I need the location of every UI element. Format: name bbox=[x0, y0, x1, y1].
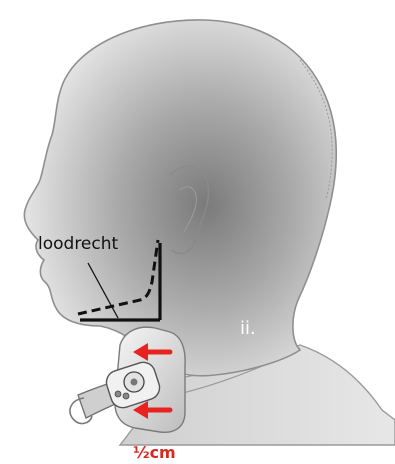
measurement-label: ½cm bbox=[133, 443, 176, 462]
head-profile bbox=[24, 20, 336, 376]
neck-strap-device bbox=[70, 327, 185, 432]
buckle-rivet-left bbox=[115, 391, 121, 397]
perpendicular-label: loodrecht bbox=[38, 234, 119, 254]
buckle-pin bbox=[131, 379, 138, 386]
buckle-rivet-right bbox=[123, 393, 129, 399]
step-label: ii. bbox=[240, 318, 256, 339]
